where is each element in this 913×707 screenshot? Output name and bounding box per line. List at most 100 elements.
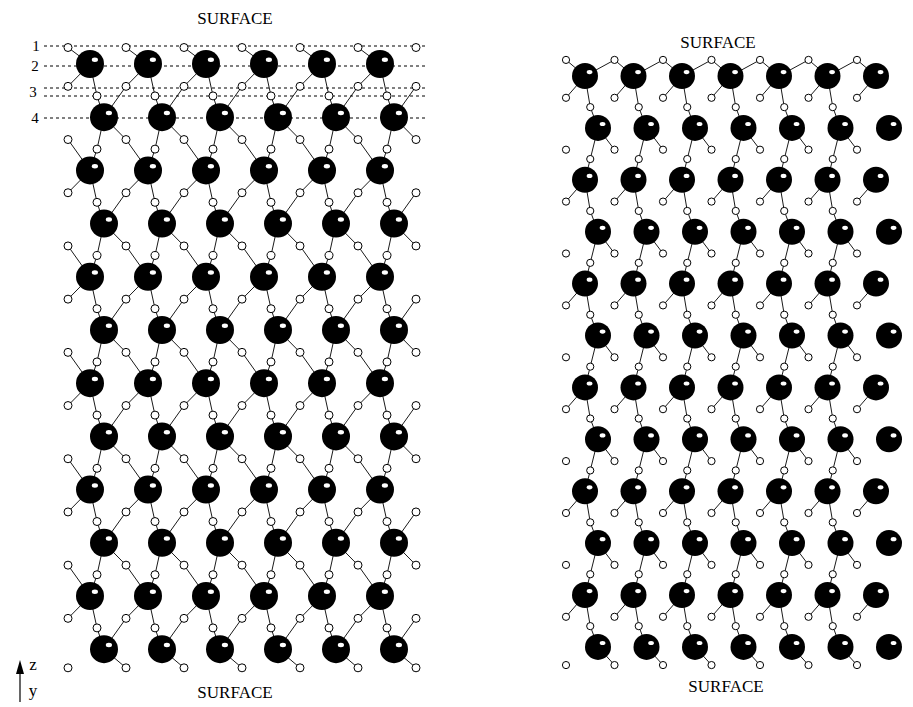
metal-atom (90, 210, 118, 238)
metal-atom (366, 582, 394, 610)
oxygen-atom (267, 411, 275, 419)
metal-group (76, 50, 902, 663)
atom-highlight (164, 324, 170, 328)
oxygen-atom (238, 348, 246, 356)
atom-highlight (222, 536, 228, 540)
atom-highlight (794, 330, 800, 334)
oxygen-atom (122, 455, 130, 463)
oxygen-atom (684, 311, 691, 318)
metal-atom (779, 323, 805, 349)
metal-atom (76, 582, 104, 610)
oxygen-atom (708, 250, 715, 257)
metal-atom (264, 422, 292, 450)
oxygen-atom (829, 155, 836, 162)
oxygen-atom (732, 259, 739, 266)
oxygen-atom (756, 94, 763, 101)
oxygen-atom (708, 198, 715, 205)
oxygen-atom (562, 509, 569, 516)
atom-highlight (280, 536, 286, 540)
metal-atom (572, 478, 598, 504)
oxygen-atom (829, 519, 836, 526)
oxygen-atom (805, 354, 812, 361)
oxygen-atom (383, 464, 391, 472)
oxygen-atom (325, 145, 333, 153)
metal-atom (380, 422, 408, 450)
oxygen-atom (412, 508, 420, 516)
oxygen-atom (756, 613, 763, 620)
metal-atom (779, 219, 805, 245)
oxygen-atom (325, 198, 333, 206)
metal-atom (206, 422, 234, 450)
oxygen-atom (829, 311, 836, 318)
oxygen-atom (805, 457, 812, 464)
oxygen-atom (296, 136, 304, 144)
oxygen-atom (781, 623, 788, 630)
atom-highlight (338, 324, 344, 328)
oxygen-atom (562, 406, 569, 413)
oxygen-atom (238, 189, 246, 197)
atom-highlight (891, 122, 897, 126)
atom-highlight (648, 122, 654, 126)
oxygen-atom (325, 252, 333, 260)
oxygen-atom (151, 518, 159, 526)
oxygen-atom (122, 136, 130, 144)
oxygen-atom (122, 508, 130, 516)
oxygen-atom (756, 56, 763, 63)
atom-highlight (382, 270, 388, 274)
oxygen-atom (180, 348, 188, 356)
atom-highlight (150, 483, 156, 487)
oxygen-atom (853, 561, 860, 568)
metal-atom (682, 634, 708, 660)
atom-highlight (396, 536, 402, 540)
atom-highlight (697, 641, 703, 645)
metal-atom (718, 167, 744, 193)
oxygen-atom (805, 94, 812, 101)
oxygen-atom (708, 302, 715, 309)
oxygen-atom (781, 571, 788, 578)
metal-atom (572, 374, 598, 400)
metal-atom (585, 426, 611, 452)
metal-atom (815, 582, 841, 608)
oxygen-atom (635, 104, 642, 111)
metal-atom (148, 316, 176, 344)
metal-atom (669, 271, 695, 297)
atom-highlight (648, 330, 654, 334)
oxygen-atom (93, 198, 101, 206)
oxygen-atom (756, 661, 763, 668)
atom-highlight (587, 174, 593, 178)
oxygen-atom (354, 614, 362, 622)
atom-highlight (266, 58, 272, 62)
metal-atom (828, 530, 854, 556)
oxygen-atom (93, 464, 101, 472)
oxygen-atom (209, 518, 217, 526)
atom-highlight (338, 430, 344, 434)
oxygen-atom (354, 664, 362, 672)
oxygen-atom (64, 348, 72, 356)
atom-highlight (92, 164, 98, 168)
atom-highlight (684, 381, 690, 385)
oxygen-atom (122, 295, 130, 303)
oxygen-atom (151, 464, 159, 472)
oxygen-atom (180, 295, 188, 303)
atom-highlight (266, 270, 272, 274)
oxygen-atom (756, 302, 763, 309)
oxygen-atom (562, 94, 569, 101)
oxygen-atom (562, 146, 569, 153)
oxygen-atom (354, 136, 362, 144)
metal-atom (308, 369, 336, 397)
oxygen-atom (354, 348, 362, 356)
atom-highlight (745, 641, 751, 645)
metal-atom (863, 478, 889, 504)
oxygen-atom (122, 402, 130, 410)
metal-atom (380, 103, 408, 131)
atom-highlight (324, 270, 330, 274)
oxygen-atom (354, 44, 362, 52)
oxygen-atom (732, 519, 739, 526)
oxygen-atom (659, 354, 666, 361)
axis-label: z (29, 656, 37, 673)
oxygen-atom (611, 661, 618, 668)
surface-label: SURFACE (197, 10, 272, 27)
oxygen-atom (122, 82, 130, 90)
metal-atom (76, 476, 104, 504)
oxygen-atom (684, 259, 691, 266)
